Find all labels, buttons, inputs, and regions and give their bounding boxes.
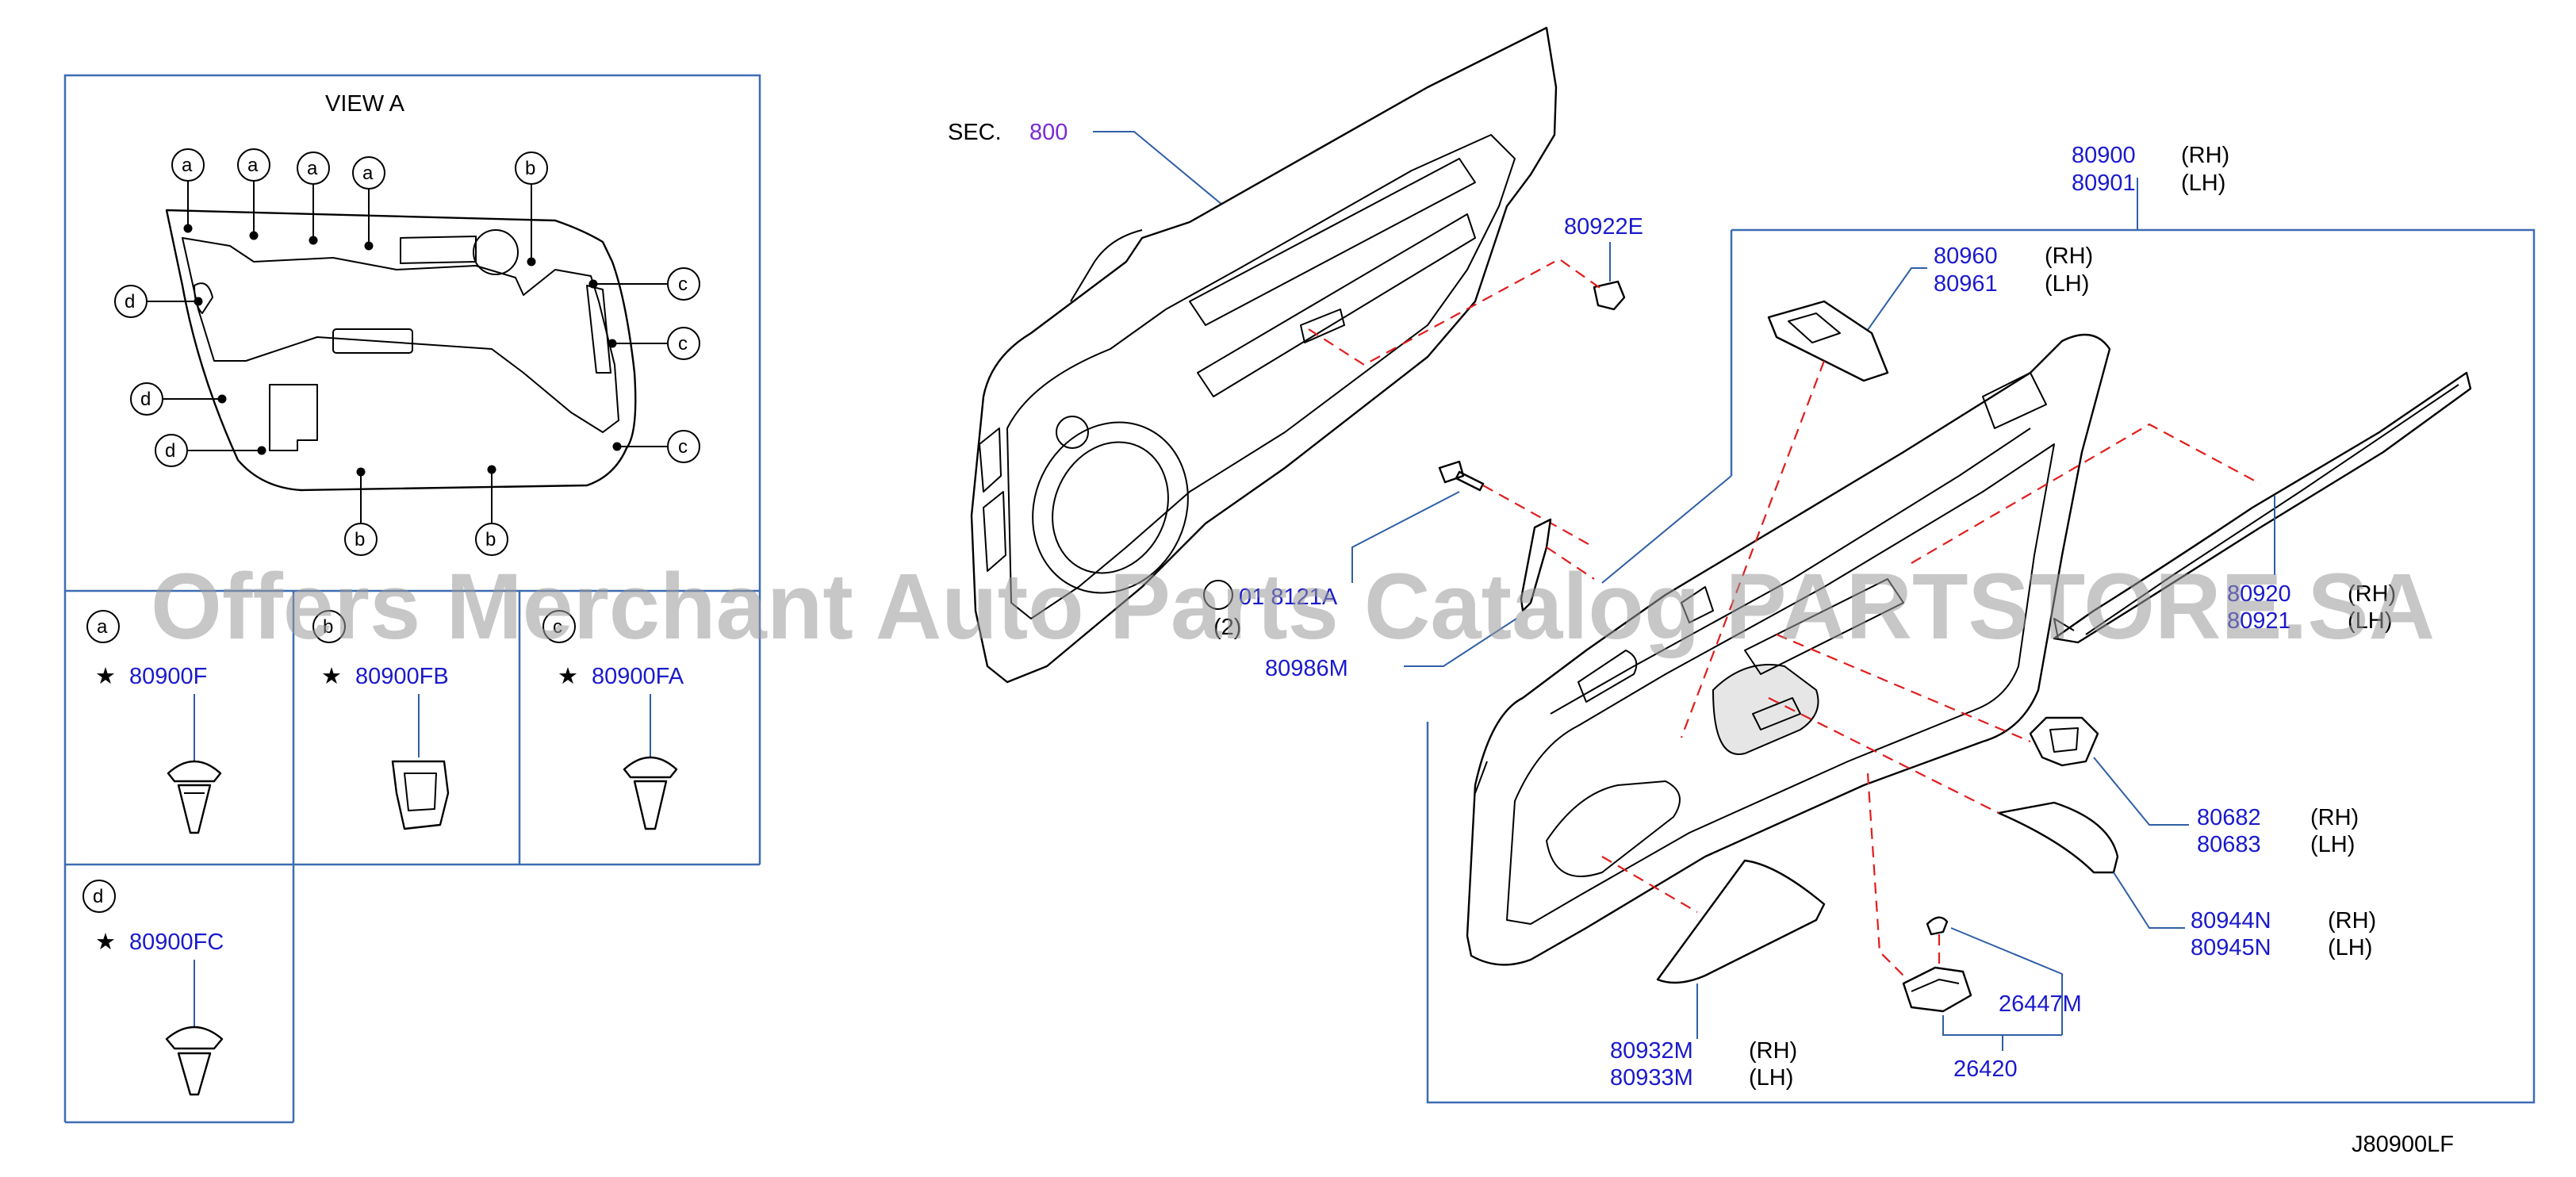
part-80944N[interactable]: 80944N <box>2191 908 2271 934</box>
part-80961[interactable]: 80961 <box>1934 271 1998 297</box>
callout-d-1: d <box>125 291 135 312</box>
side-lh-80960: (LH) <box>2045 271 2089 297</box>
part-80986M[interactable]: 80986M <box>1265 656 1348 681</box>
sec-800-link[interactable]: 800 <box>1029 120 1068 145</box>
screw-icon <box>1438 460 1485 492</box>
clip-box-c-letter: c <box>553 616 562 638</box>
part-80932M-group: 80932M (RH) 80933M (LH) <box>1601 856 1826 1091</box>
inner-door-panel <box>970 26 1558 684</box>
side-lh-80682: (LH) <box>2310 832 2355 857</box>
callout-a-1: a <box>182 155 193 176</box>
star-icon: ★ <box>321 664 342 689</box>
callout-a-2: a <box>247 155 259 176</box>
part-80900[interactable]: 80900 <box>2072 143 2136 168</box>
part-80683[interactable]: 80683 <box>2197 832 2261 857</box>
callout-c-1: c <box>678 274 688 295</box>
part-80920[interactable]: 80920 <box>2227 581 2291 607</box>
callout-d-2: d <box>140 389 151 410</box>
sec-label: SEC. <box>948 120 1002 145</box>
door-panel-sec-800: SEC. 800 <box>948 26 1558 684</box>
handle-escutcheon-icon <box>2029 716 2099 767</box>
side-lh-80944: (LH) <box>2328 935 2372 960</box>
window-moulding-icon <box>2053 371 2472 644</box>
part-80900FA[interactable]: 80900FA <box>592 664 684 689</box>
star-icon: ★ <box>95 930 116 955</box>
clip-fastener-icon <box>623 756 678 830</box>
part-80682[interactable]: 80682 <box>2197 805 2261 830</box>
clip-box-a: a ★ 80900F <box>86 610 222 834</box>
clip-bracket-icon <box>391 760 450 830</box>
part-01-8121A[interactable]: 01 8121A <box>1239 585 1338 610</box>
view-a-panel: VIEW A a a a a b c c c d <box>63 74 761 1124</box>
view-a-title: VIEW A <box>325 91 405 117</box>
side-rh-80920: (RH) <box>2348 581 2396 607</box>
callout-c-3: c <box>678 436 688 458</box>
callout-d-3: d <box>165 440 175 462</box>
part-26420[interactable]: 26420 <box>1953 1056 2018 1082</box>
screw-qty: (2) <box>1213 615 1241 640</box>
side-lh-80932: (LH) <box>1749 1065 1793 1091</box>
callout-c-2: c <box>678 333 688 355</box>
diagram-code: J80900LF <box>2352 1132 2454 1157</box>
switch-bezel-icon <box>1767 300 1889 382</box>
part-26420-group: 26447M 26420 <box>1866 773 2082 1082</box>
callout-a-4: a <box>362 163 374 184</box>
part-26447M[interactable]: 26447M <box>1999 991 2082 1017</box>
part-80960[interactable]: 80960 <box>1934 243 1998 269</box>
clip-fastener-icon <box>165 1026 224 1096</box>
side-rh-80682: (RH) <box>2310 805 2359 830</box>
callout-a-3: a <box>307 158 318 179</box>
clip-box-a-letter: a <box>97 616 108 638</box>
part-80960-group: 80960 (RH) 80961 (LH) <box>1680 243 2093 738</box>
door-trim-view-outline <box>165 209 637 492</box>
view-a-callouts: a a a a b c c c d d d b b <box>114 148 700 556</box>
bulb-icon <box>1926 916 1949 936</box>
side-rh: (RH) <box>2181 143 2229 168</box>
part-80945N[interactable]: 80945N <box>2191 935 2271 960</box>
door-trim-assembly: 80900 (RH) 80901 (LH) <box>1426 143 2536 1104</box>
clip-box-c: c ★ 80900FA <box>542 610 684 830</box>
pull-handle-icon <box>1997 801 2119 874</box>
callout-b-top: b <box>525 158 535 179</box>
clip-box-d: d ★ 80900FC <box>82 880 224 1096</box>
part-80922E[interactable]: 80922E <box>1564 214 1643 240</box>
part-80932M[interactable]: 80932M <box>1610 1038 1693 1064</box>
armrest-pad-icon <box>1656 859 1826 984</box>
side-rh-80932: (RH) <box>1749 1038 1797 1064</box>
side-lh-80920: (LH) <box>2348 608 2392 634</box>
bracket-icon <box>1520 518 1552 612</box>
callout-b-bottom-2: b <box>485 529 496 550</box>
part-80944N-group: 80944N (RH) 80945N (LH) <box>1768 697 2376 960</box>
part-80986M-group: 80986M <box>1265 518 1595 681</box>
watermark-text: Offers Merchant Auto Parts Catalog PARTS… <box>151 554 2435 659</box>
clip-box-b: b ★ 80900FB <box>312 610 450 830</box>
part-80901[interactable]: 80901 <box>2072 171 2136 196</box>
part-screw-group: 01 8121A (2) <box>1203 460 1595 640</box>
part-80922E-group: 80922E <box>1560 214 1643 311</box>
side-rh-80960: (RH) <box>2045 243 2093 269</box>
part-80920-group: 80920 (RH) 80921 (LH) <box>1911 371 2472 644</box>
part-80682-group: 80682 (RH) 80683 (LH) <box>1776 633 2359 857</box>
part-80900F[interactable]: 80900F <box>129 664 207 689</box>
part-80900FB[interactable]: 80900FB <box>355 664 449 689</box>
side-lh: (LH) <box>2181 171 2225 196</box>
clip-fastener-icon <box>167 760 222 834</box>
part-80900FC[interactable]: 80900FC <box>129 930 224 955</box>
door-trim-panel <box>1466 333 2111 966</box>
side-rh-80944: (RH) <box>2328 908 2376 934</box>
star-icon: ★ <box>558 664 578 689</box>
clip-box-b-letter: b <box>323 616 333 638</box>
star-icon: ★ <box>95 664 116 689</box>
part-80933M[interactable]: 80933M <box>1610 1065 1693 1091</box>
courtesy-lamp-icon <box>1902 966 1972 1013</box>
callout-b-bottom-1: b <box>355 529 365 550</box>
part-80921[interactable]: 80921 <box>2227 608 2291 634</box>
push-clip-icon <box>1593 280 1626 311</box>
clip-box-d-letter: d <box>93 886 103 907</box>
